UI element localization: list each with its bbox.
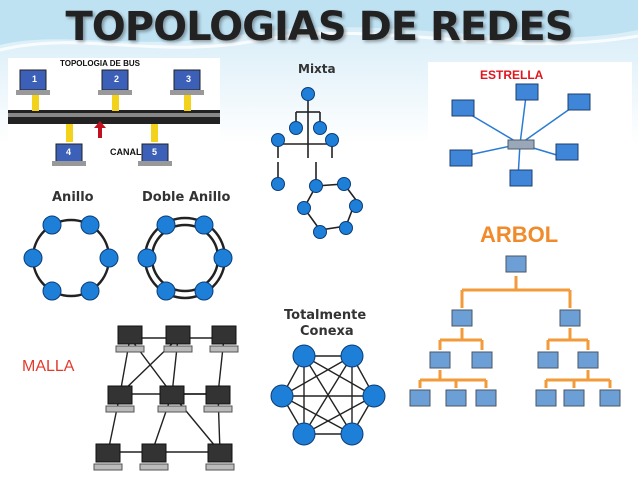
- malla-topology-panel: [90, 322, 250, 476]
- bus-topology-panel: TOPOLOGIA DE BUS CANAL 1 2 3 4 5: [8, 58, 220, 168]
- mixta-diagram: [271, 87, 363, 239]
- conexa-node: [340, 344, 364, 368]
- conexa-node: [292, 344, 316, 368]
- mixta-node: [349, 199, 363, 213]
- bus-pc-5: [138, 143, 172, 166]
- page-title: TOPOLOGIAS DE REDES: [65, 4, 574, 50]
- conexa-node: [270, 384, 294, 408]
- arbol-topology-panel: ARBOL: [408, 210, 634, 415]
- anillo-node: [42, 281, 62, 301]
- arbol-label: ARBOL: [480, 222, 559, 247]
- mixta-node: [337, 177, 351, 191]
- malla-diagram: [93, 325, 239, 471]
- mixta-topology-panel: Mixta: [262, 58, 372, 248]
- mixta-label: Mixta: [298, 62, 336, 76]
- bus-pc-2: [98, 69, 132, 95]
- anillo-node: [99, 248, 119, 268]
- bus-pc-4: [52, 143, 86, 166]
- mixta-node: [313, 121, 327, 135]
- mixta-node: [309, 179, 323, 193]
- mixta-node: [297, 201, 311, 215]
- bus-pc-3: [170, 69, 204, 95]
- bus-canal-label: CANAL: [110, 147, 142, 157]
- doble-anillo-node: [156, 281, 176, 301]
- arbol-diagram: [409, 255, 621, 407]
- doble-anillo-node: [137, 248, 157, 268]
- conexa-node: [362, 384, 386, 408]
- estrella-label: ESTRELLA: [480, 68, 544, 82]
- anillo-topology-panel: Anillo Doble Anillo: [18, 184, 246, 309]
- estrella-topology-panel: ESTRELLA: [428, 62, 632, 200]
- totalmente-conexa-label-line1: Totalmente: [284, 308, 367, 323]
- estrella-diagram: [449, 83, 591, 187]
- mixta-node: [339, 221, 353, 235]
- mixta-node: [271, 177, 285, 191]
- bus-pc-3-label: 3: [186, 74, 192, 84]
- mixta-node: [301, 87, 315, 101]
- totalmente-conexa-label-line2: Conexa: [300, 324, 354, 339]
- mixta-node: [289, 121, 303, 135]
- anillo-diagram: [23, 215, 233, 301]
- anillo-node: [80, 215, 100, 235]
- conexa-node: [340, 422, 364, 446]
- anillo-node: [42, 215, 62, 235]
- doble-anillo-node: [213, 248, 233, 268]
- mixta-node: [325, 133, 339, 147]
- doble-anillo-node: [156, 215, 176, 235]
- malla-computers: [95, 325, 237, 463]
- anillo-node: [23, 248, 43, 268]
- malla-label: MALLA: [22, 358, 75, 375]
- doble-anillo-node: [194, 281, 214, 301]
- bus-pc-4-label: 4: [66, 147, 72, 157]
- mixta-node: [313, 225, 327, 239]
- bus-pc-5-label: 5: [152, 147, 158, 157]
- totalmente-conexa-topology-panel: Totalmente Conexa: [262, 300, 392, 472]
- bus-diagram: [8, 69, 220, 166]
- bus-heading: TOPOLOGIA DE BUS: [60, 59, 141, 68]
- bus-pc-1-label: 1: [32, 74, 38, 84]
- doble-anillo-label: Doble Anillo: [142, 190, 231, 205]
- bus-pc-2-label: 2: [114, 74, 120, 84]
- anillo-label: Anillo: [52, 190, 94, 205]
- anillo-node: [80, 281, 100, 301]
- mixta-node: [271, 133, 285, 147]
- totalmente-conexa-diagram: [270, 344, 386, 446]
- doble-anillo-node: [194, 215, 214, 235]
- bus-pc-1: [16, 69, 50, 95]
- conexa-node: [292, 422, 316, 446]
- header-wave-decoration: [0, 0, 638, 52]
